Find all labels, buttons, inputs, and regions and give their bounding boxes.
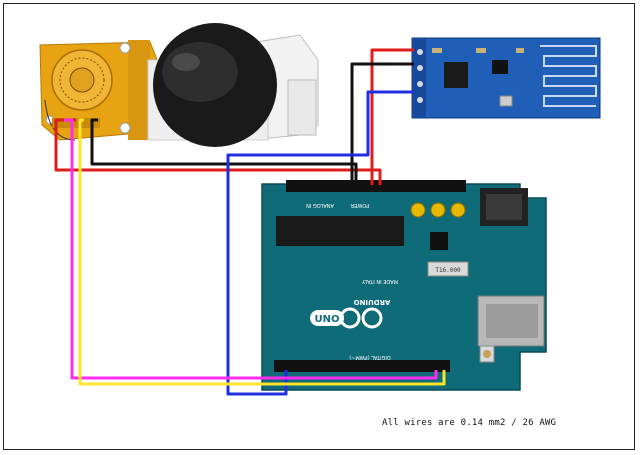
rf-antenna-trace (540, 45, 597, 107)
arduino-logo-right (361, 307, 383, 329)
wire-yellow (78, 118, 446, 386)
analog-header-label: ANALOG IN (306, 202, 334, 208)
wires (54, 48, 446, 396)
header-digital (274, 360, 450, 372)
arduino-uno-board: T16.000 UNO ARDUINO MADE IN ITALY DIGITA… (261, 180, 547, 391)
joystick-module (39, 23, 319, 147)
wire-black-joystick (90, 118, 358, 185)
header-top (286, 180, 466, 192)
crystal (427, 261, 469, 277)
wire-red-joystick (54, 118, 382, 185)
mounting-hole (119, 42, 131, 54)
diagram-frame (3, 3, 635, 450)
arduino-made-in: MADE IN ITALY (361, 278, 398, 284)
arduino-model-label: UNO (315, 314, 340, 325)
wire-magenta (64, 118, 438, 380)
arduino-brand-label: ARDUINO (354, 298, 391, 306)
atmega-chip (276, 216, 404, 246)
rf-transceiver-module (411, 37, 601, 119)
rf-chip (444, 62, 468, 88)
joystick-pin-header (52, 118, 100, 128)
crystal-label: T16.000 (435, 267, 461, 274)
wire-black-rf (350, 62, 414, 185)
digital-header-label: DIGITAL (PWM~) (349, 354, 391, 360)
mounting-hole (119, 122, 131, 134)
wire-spec-caption: All wires are 0.14 mm2 / 26 AWG (382, 418, 557, 428)
power-header-label: POWER (350, 202, 369, 208)
wire-blue-rf (226, 90, 414, 396)
wire-red-rf (370, 48, 414, 185)
